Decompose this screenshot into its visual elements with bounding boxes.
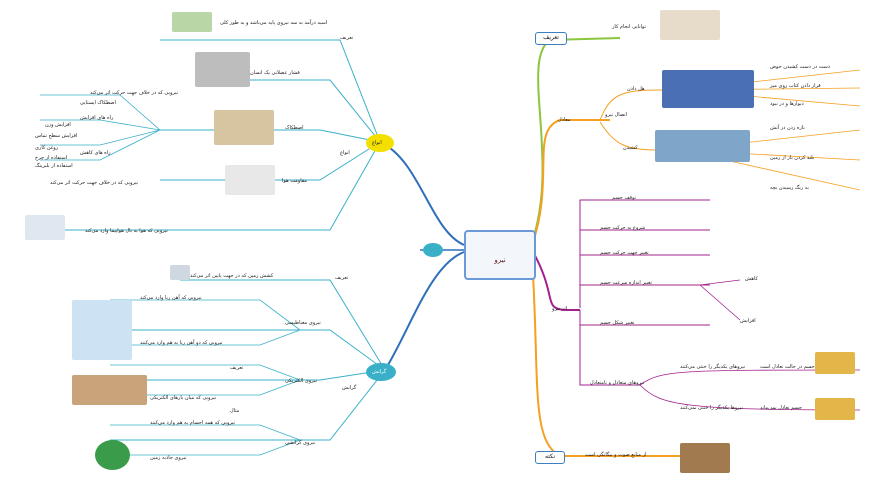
- gravity-2-leaf-2: نیرویی که دو آهن ربا به هم وارد می‌کنند: [140, 340, 223, 346]
- gravity-2-image: [72, 300, 132, 360]
- center-node[interactable]: نیرو: [464, 230, 536, 280]
- balance-note-1: جسم در حالت تعادل است: [760, 364, 815, 370]
- types-5-image: [25, 215, 65, 240]
- bottom-label: نکته: [544, 453, 555, 460]
- balance-item-2: نیروها یکدیگر را خنثی نمی‌کنند: [680, 405, 743, 411]
- types-3-leaf-7: روغن کاری: [35, 145, 59, 151]
- types-1-label: تعریف: [340, 35, 354, 41]
- types-3-leaf-9: استفاده از بلبرینگ: [35, 163, 73, 169]
- branch-gravity: [384, 251, 465, 371]
- branch-equilibrium: [531, 119, 610, 246]
- types-3-leaf-6: راه های کاهش: [80, 150, 111, 156]
- balance-image-1: [815, 352, 855, 374]
- definition-image: [660, 10, 720, 40]
- types-1-text: اسبه درآمد به سه نیروی پایه می‌باشد و به…: [220, 20, 328, 26]
- balance-item-1: نیروهای یکدیگر را خنثی می‌کنند: [680, 364, 746, 370]
- pull-image: [655, 130, 750, 162]
- definition-label: تعریف: [543, 34, 559, 41]
- effect-item-2: شروع به حرکت جسم: [600, 225, 646, 231]
- gravity-4-leaf-1: نیرویی که همه اجسام به هم وارد می‌کنند: [150, 420, 235, 426]
- gravity-4-leaf-2: نیروی جاذبه زمین: [150, 455, 187, 461]
- types-4-text: نیرویی که در خلاف جهت حرکت اثر می‌کند: [50, 180, 139, 186]
- types-2-image: [195, 52, 250, 87]
- bottom-image: [680, 443, 730, 473]
- gravity-cloud[interactable]: [366, 363, 396, 381]
- equilibrium-pull: کشیدن: [623, 145, 638, 151]
- push-leaf-1: دست در دست کشیدن حوض: [770, 64, 831, 70]
- effect-item-1: توقف جسم: [612, 195, 637, 201]
- pull-leaf-2: بلند کردن بار از زمین: [770, 155, 815, 161]
- branch-effects: [531, 249, 580, 311]
- balance-note-2: جسم تعادل نمی‌ماند: [760, 405, 802, 411]
- bottom-node[interactable]: نکته: [535, 451, 565, 464]
- gravity-3-label: نیروی الکتریکی: [285, 378, 317, 384]
- equilibrium-label: معادل: [558, 117, 571, 123]
- types-3-image: [214, 110, 274, 145]
- types-3-leaf-1: نیرویی که در خلاف جهت حرکت اثر می‌کند: [90, 90, 179, 96]
- pull-leaf-3: به رنگ رسیدن بچه: [770, 185, 809, 191]
- push-image: [662, 70, 754, 108]
- gravity-1-text: کشش زمین که در جهت پایین اثر می‌کند: [190, 273, 274, 279]
- center-cloud[interactable]: [423, 243, 443, 257]
- gravity-3-leaf-3: مثال: [230, 408, 240, 414]
- types-3-leaf-2: اصطکاک ایستایی: [80, 100, 116, 106]
- branch-bottom: [531, 257, 720, 457]
- types-cloud-label: انواع: [372, 140, 382, 146]
- branch-types: [379, 141, 465, 246]
- types-cloud[interactable]: [366, 134, 394, 152]
- types-4-image: [225, 165, 275, 195]
- equilibrium-item: اتصال نیرو: [605, 112, 627, 118]
- gravity-3-leaf-1: تعریف: [230, 365, 244, 371]
- types-1-image: [172, 12, 212, 32]
- bottom-text: از منابع صوت و بیگانگی است: [585, 452, 647, 458]
- balance-image-2: [815, 398, 855, 420]
- gravity-1-label: تعریف: [335, 275, 349, 281]
- center-label: نیرو: [494, 256, 506, 264]
- pull-leaf-1: بازه زدن در آتش: [770, 125, 805, 131]
- effect-item-4: تغییر اندازه سرعت جسم: [600, 280, 652, 286]
- equilibrium-push: هل دادن: [627, 86, 645, 92]
- effect-item-3: تغییر جهت حرکت جسم: [600, 250, 649, 256]
- types-3-leaf-8: استفاده از چرخ: [35, 155, 68, 161]
- effect-sub-1: کاهش: [745, 276, 758, 282]
- types-3-leaf-3: راه های افزایش: [80, 115, 114, 121]
- types-main: انواع: [340, 150, 350, 156]
- gravity-3-leaf-2: نیرویی که میان بارهای الکتریکی: [150, 395, 217, 401]
- types-2-text: فشار عضلانی یک انسان: [250, 70, 300, 76]
- gravity-4-label: نیروی گرانشی: [285, 440, 316, 446]
- types-4-label: مقاومت هوا: [282, 178, 307, 184]
- gravity-3-image: [72, 375, 147, 405]
- gravity-4-image: [95, 440, 130, 470]
- gravity-main: گرانش: [342, 385, 357, 391]
- types-3-leaf-4: افزایش وزن: [45, 122, 71, 128]
- gravity-2-leaf-1: نیرویی که آهن ربا وارد می‌کند: [140, 295, 202, 301]
- effect-sub-2: افزایش: [740, 318, 756, 324]
- effects-label: اثر نیرو: [552, 306, 568, 312]
- gravity-1-image: [170, 265, 190, 280]
- types-3-label: اصطکاک: [285, 125, 304, 131]
- gravity-cloud-label: گرانش: [372, 369, 387, 375]
- balance-label: نیروهای متعادل و نامتعادل: [590, 380, 645, 386]
- push-leaf-3: دیوارها و در نبود: [770, 101, 804, 107]
- definition-node[interactable]: تعریف: [535, 32, 567, 45]
- gravity-2-label: نیروی مغناطیسی: [285, 320, 321, 326]
- effect-item-5: تغییر شکل جسم: [600, 320, 635, 326]
- definition-text: توانایی انجام کار: [612, 24, 646, 30]
- types-3-leaf-5: افزایش سطح تماس: [35, 133, 78, 139]
- types-5-text: نیرویی که هوا به بال هواپیما وارد می‌کند: [85, 228, 168, 234]
- push-leaf-2: قرار دادن کتاب روی میز: [770, 83, 821, 89]
